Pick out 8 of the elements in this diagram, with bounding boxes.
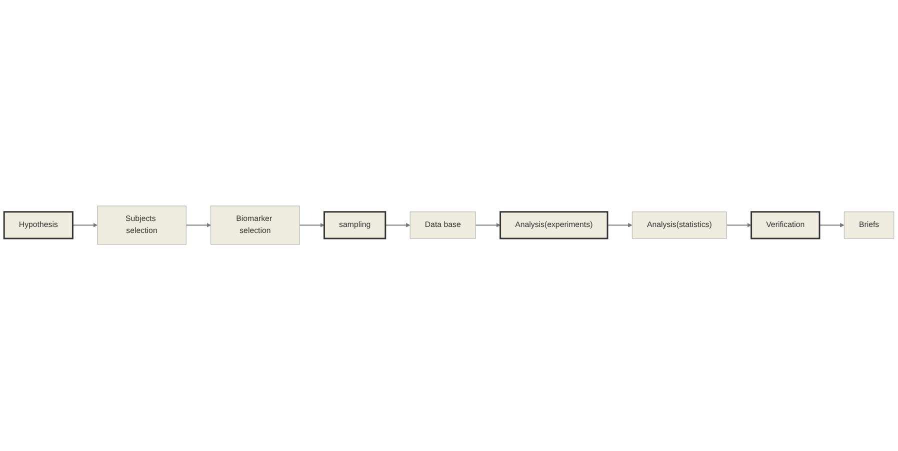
arrow: [475, 223, 500, 228]
arrow: [726, 223, 752, 228]
arrow: [299, 223, 324, 228]
arrow: [607, 223, 632, 228]
arrow: [819, 223, 844, 228]
arrow: [384, 223, 410, 228]
arrow: [72, 223, 98, 228]
arrow: [186, 223, 211, 228]
